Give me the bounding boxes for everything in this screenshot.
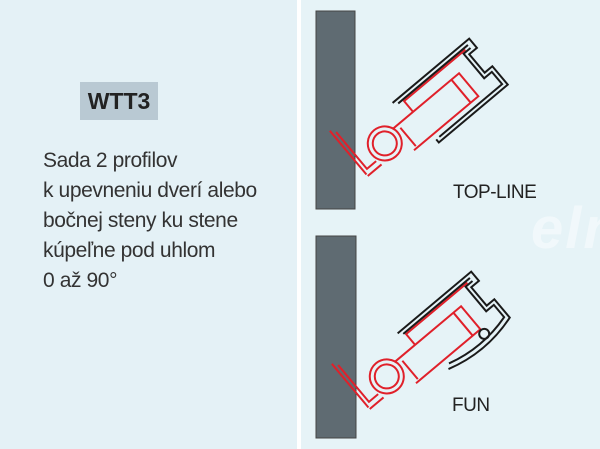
description-line: k upevneniu dverí alebo	[43, 179, 257, 202]
product-description: Sada 2 profilov k upevneniu dverí alebo …	[43, 146, 257, 296]
watermark: elneSK	[531, 196, 600, 261]
wall-top	[315, 10, 356, 210]
top-line-label: TOP-LINE	[453, 182, 537, 203]
description-line: bočnej steny ku stene	[43, 209, 238, 232]
info-panel: WTT3 Sada 2 profilov k upevneniu dverí a…	[0, 0, 297, 449]
description-line: Sada 2 profilov	[43, 149, 178, 172]
description-line: 0 až 90°	[43, 269, 118, 292]
diagram-panel: elneSK TOP-LINE FUN	[301, 0, 600, 449]
black-profile	[391, 37, 510, 144]
top-line-profile	[329, 37, 510, 177]
fun-profile	[331, 270, 512, 410]
product-code-badge: WTT3	[80, 82, 158, 120]
red-profile	[329, 130, 383, 177]
description-line: kúpeľne pod uhlom	[43, 239, 216, 262]
wall-bottom	[315, 235, 357, 439]
profile-diagram	[315, 10, 512, 439]
fun-label: FUN	[452, 395, 490, 416]
